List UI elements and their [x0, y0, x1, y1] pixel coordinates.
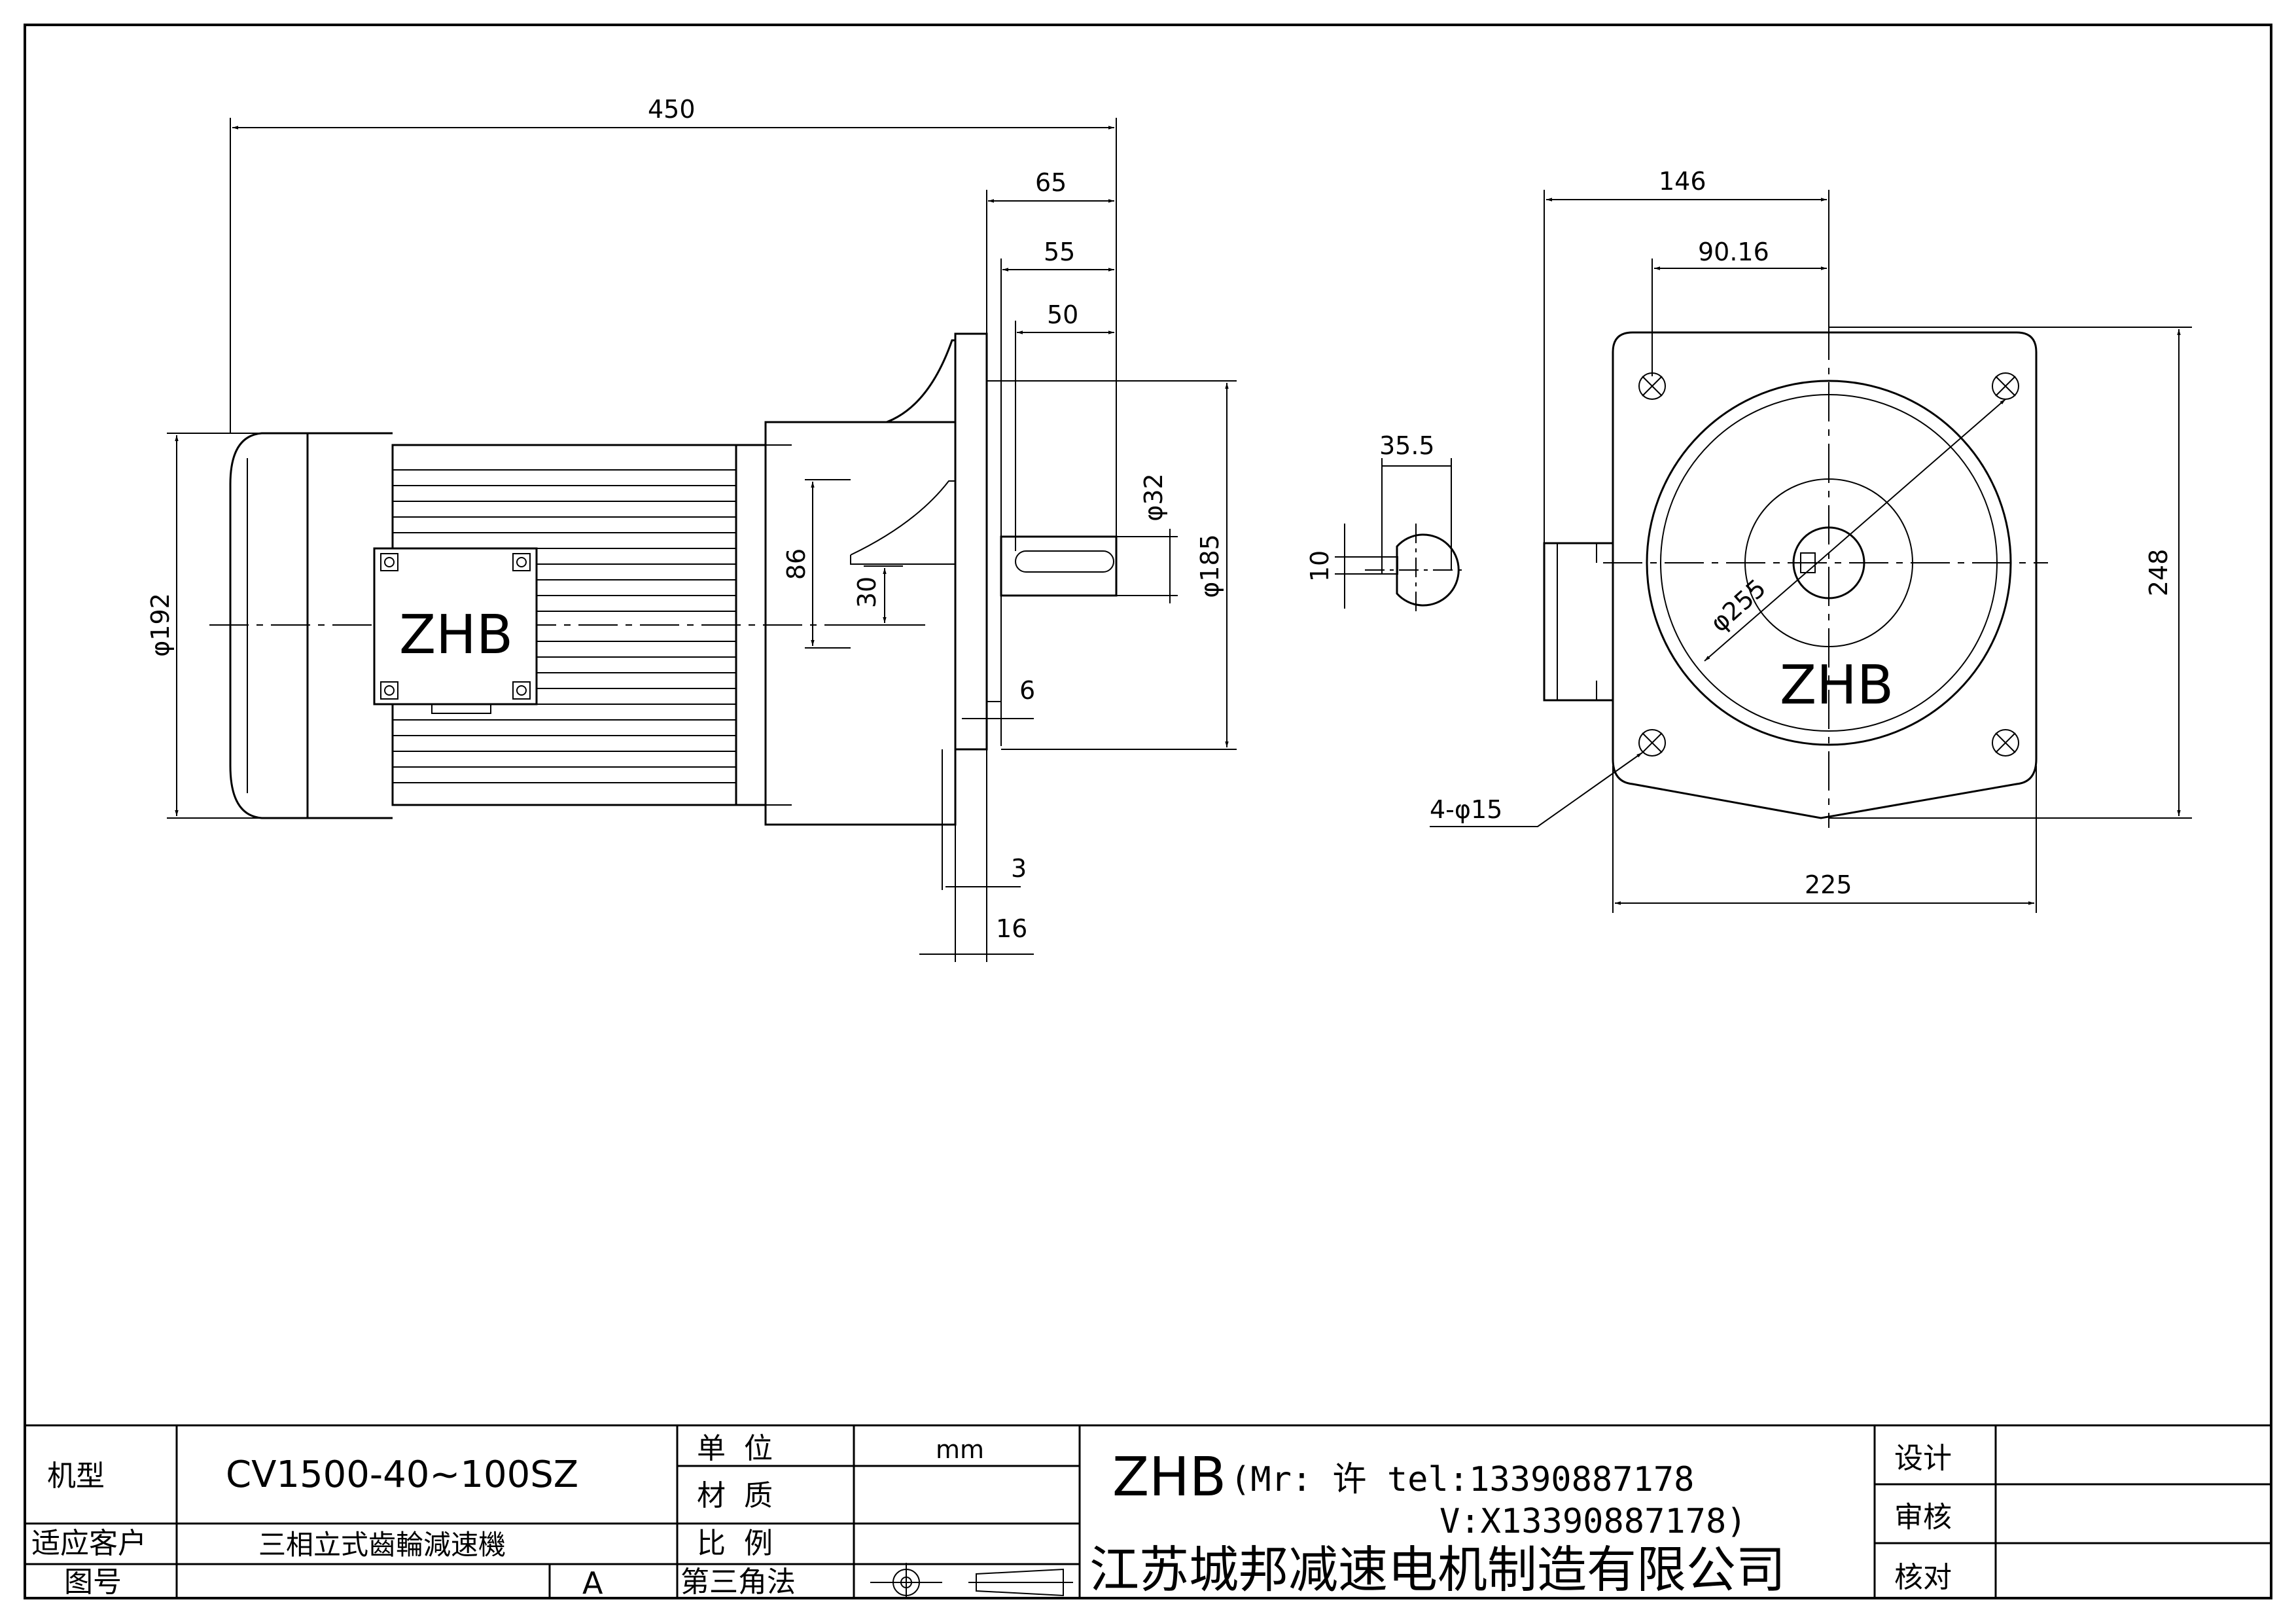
end-view-dimensions	[1430, 190, 2192, 913]
dim-phi255: φ255	[1704, 573, 1771, 637]
side-view-dimensions	[167, 118, 1237, 962]
dim-30: 30	[853, 577, 881, 608]
gearbox-housing	[764, 421, 957, 826]
terminal-box-screws	[380, 553, 531, 700]
output-shaft	[1000, 535, 1118, 597]
dim-9016: 90.16	[1698, 238, 1769, 266]
material-label: 材 质	[697, 1479, 773, 1512]
flange-rib	[886, 339, 957, 423]
shaft-section-key	[1381, 556, 1398, 575]
dim-50: 50	[1047, 300, 1078, 329]
model-label: 机型	[47, 1459, 105, 1493]
model-value: CV1500-40~100SZ	[226, 1454, 578, 1496]
end-view	[1543, 321, 2048, 828]
dim-65: 65	[1035, 168, 1067, 197]
customer-label: 适应客户	[31, 1527, 147, 1560]
shaft-section	[1335, 458, 1466, 615]
dim-248: 248	[2144, 549, 2173, 597]
review-label: 审核	[1894, 1501, 1952, 1534]
dim-450: 450	[648, 95, 696, 124]
terminal-box	[373, 547, 538, 705]
holes-leader	[1430, 752, 1643, 827]
dim-line-phi255	[1704, 399, 2006, 662]
end-view-flange	[1612, 331, 2038, 819]
dim-6: 6	[1019, 676, 1035, 705]
dim-phi185: φ185	[1195, 534, 1224, 598]
shaft-key	[1015, 550, 1114, 573]
cooling-fins	[392, 469, 736, 783]
dim-35-5: 35.5	[1379, 431, 1435, 460]
contact-line-2: V:X13390887178)	[1439, 1502, 1747, 1541]
output-flange	[954, 332, 988, 751]
dim-55: 55	[1044, 238, 1075, 266]
customer-value: 三相立式齒輪減速機	[258, 1529, 506, 1561]
company-name: 江苏城邦减速电机制造有限公司	[1089, 1541, 1786, 1599]
dim-phi32: φ32	[1139, 473, 1168, 521]
dim-16: 16	[996, 914, 1027, 943]
projection-symbol	[870, 1563, 1073, 1598]
dim-phi192: φ192	[146, 593, 175, 657]
dim-10: 10	[1305, 550, 1334, 582]
check-label: 核对	[1894, 1561, 1952, 1594]
fan-cover	[229, 432, 309, 819]
side-view	[209, 332, 1118, 826]
dim-86: 86	[782, 548, 811, 580]
drawing-labels: ZHB ZHB 450 65 55 50 φ32 φ185 φ192 86 30…	[146, 95, 2173, 943]
scale-label: 比 例	[697, 1527, 773, 1560]
brand-mark-side: ZHB	[399, 604, 513, 666]
brand-mark-end: ZHB	[1780, 654, 1894, 717]
projection-label: 第三角法	[680, 1565, 796, 1599]
unit-label: 单 位	[697, 1432, 773, 1465]
dim-146: 146	[1659, 167, 1706, 196]
sheet-border	[24, 24, 2272, 1599]
title-brand: ZHB	[1112, 1446, 1226, 1508]
contact-line-1: (Mr: 许 tel:13390887178	[1230, 1460, 1694, 1499]
drawing-no-label: 图号	[64, 1565, 122, 1599]
revision: A	[582, 1565, 603, 1601]
design-label: 设计	[1894, 1442, 1952, 1475]
dim-4-phi15: 4-φ15	[1430, 795, 1502, 824]
title-block-text: 机型 CV1500-40~100SZ 适应客户 三相立式齒輪減速機 图号 A 单…	[31, 1432, 1952, 1601]
title-block	[24, 1424, 2272, 1599]
unit-value: mm	[936, 1435, 984, 1464]
dim-3: 3	[1011, 854, 1027, 883]
dim-225: 225	[1805, 870, 1852, 899]
end-view-terminal-box	[1543, 542, 1613, 702]
